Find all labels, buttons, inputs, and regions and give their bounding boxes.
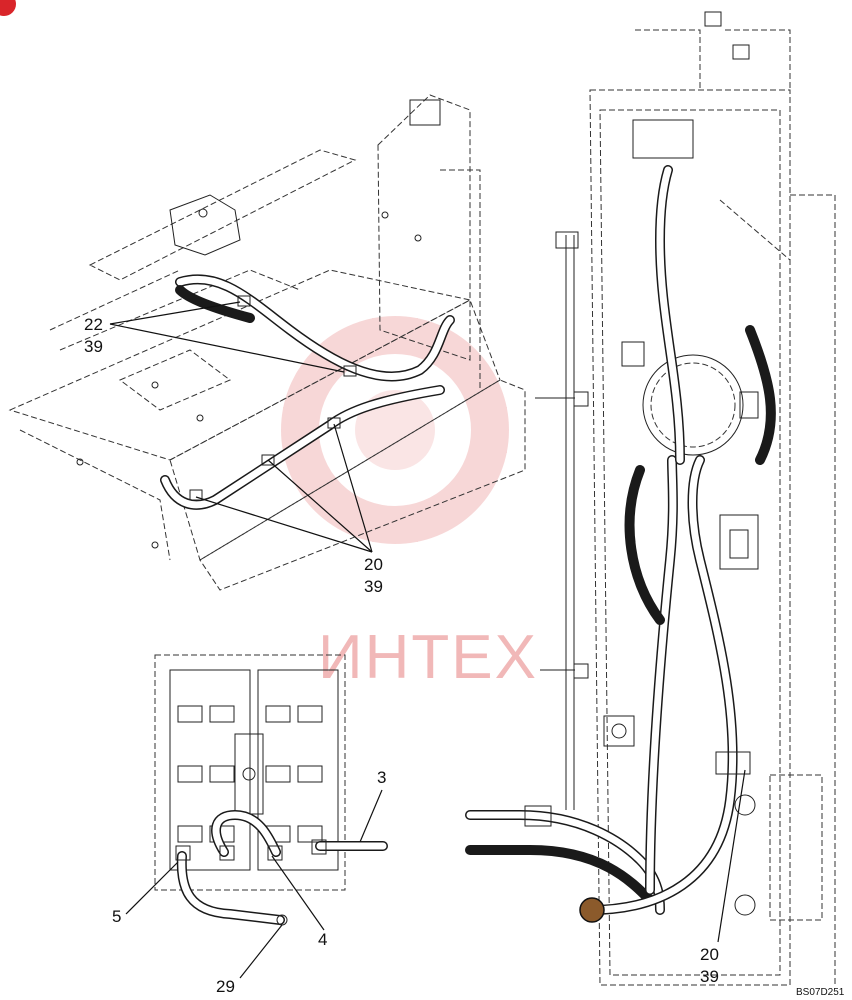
callout-39-b: 39 <box>364 577 383 596</box>
callout-20-b: 20 <box>700 945 719 964</box>
callout-22: 22 <box>84 315 103 334</box>
callout-4: 4 <box>318 930 327 949</box>
frame-view-top-left <box>8 94 526 591</box>
callout-5: 5 <box>112 907 121 926</box>
battery-top-view <box>154 654 388 926</box>
callout-22-39: 22 39 <box>84 301 345 373</box>
callout-20-39-right: 20 39 <box>700 769 746 986</box>
callout-3: 3 <box>377 768 386 787</box>
callout-20-a: 20 <box>364 555 383 574</box>
callout-20-39-top: 20 39 <box>195 423 383 596</box>
callout-39-a: 39 <box>84 337 103 356</box>
callout-29: 29 <box>216 977 235 996</box>
drawing-code: BS07D251 <box>796 987 845 998</box>
cell-caps <box>177 705 323 843</box>
battery-panel-view <box>465 11 836 986</box>
watermark-text: ИНТЕХ <box>318 623 538 692</box>
corner-mark <box>0 0 16 16</box>
callout-39-c: 39 <box>700 967 719 986</box>
